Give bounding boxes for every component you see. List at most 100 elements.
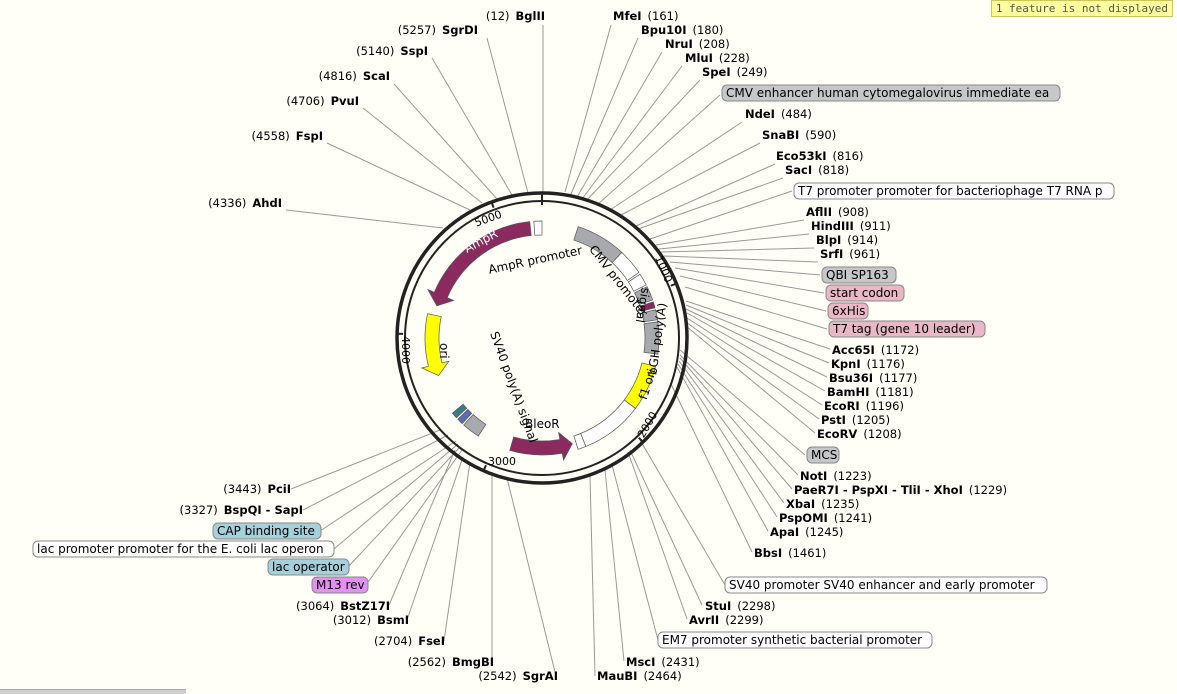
feature-qbi-sp163[interactable]: QBI SP163 <box>821 266 897 284</box>
enzyme-sspi[interactable]: (5140)SspI <box>356 44 428 58</box>
lac-arc[interactable] <box>457 409 473 425</box>
enzyme-aflii[interactable]: AflII(908) <box>806 205 869 219</box>
leader-line <box>365 449 463 586</box>
enzyme-xbai[interactable]: XbaI(1235) <box>786 497 859 511</box>
leader-line <box>347 446 461 568</box>
enzyme-kpni[interactable]: KpnI(1176) <box>831 357 905 371</box>
enzyme-pspomi[interactable]: PspOMI(1241) <box>779 511 872 525</box>
enzyme-noti[interactable]: NotI(1223) <box>800 469 872 483</box>
tick-5000-mark <box>490 201 495 209</box>
leader-line <box>285 209 444 229</box>
leader-line <box>393 83 498 200</box>
bleor-arrow[interactable] <box>509 431 573 462</box>
leader-line <box>670 383 753 553</box>
ori-label[interactable]: ori <box>437 343 451 359</box>
enzyme-bmgbi[interactable]: (2562)BmgBI <box>408 655 494 669</box>
leader-line <box>685 308 828 378</box>
ampr-promoter-arc[interactable] <box>533 220 543 236</box>
enzyme-bsu36i[interactable]: Bsu36I(1177) <box>829 371 917 385</box>
enzyme-mlui[interactable]: MluI(228) <box>685 51 750 65</box>
leader-line <box>679 349 806 456</box>
leader-line <box>570 37 639 195</box>
horizontal-scrollbar[interactable] <box>0 689 186 694</box>
enzyme-saci[interactable]: SacI(818) <box>785 163 849 177</box>
enzyme-bsmi[interactable]: (3012)BsmI <box>333 613 409 627</box>
enzyme-stui[interactable]: StuI(2298) <box>705 599 776 613</box>
leader-line <box>506 477 557 677</box>
leader-line <box>679 357 793 490</box>
feature-mcs[interactable]: MCS <box>806 446 840 464</box>
feature-t7-promoter[interactable]: T7 promoter promoter for bacteriophage T… <box>793 182 1115 200</box>
feature-t7-tag[interactable]: T7 tag (gene 10 leader) <box>828 320 986 338</box>
feature-cap-binding-site[interactable]: CAP binding site <box>212 522 322 540</box>
feature-sv40-promoter[interactable]: SV40 promoter SV40 enhancer and early pr… <box>724 576 1048 594</box>
enzyme-msci[interactable]: MscI(2431) <box>626 655 700 669</box>
enzyme-psti[interactable]: PstI(1205) <box>821 413 890 427</box>
enzyme-ecorv[interactable]: EcoRV(1208) <box>817 427 902 441</box>
enzyme-pvui[interactable]: (4706)PvuI <box>286 94 359 108</box>
enzyme-fspi[interactable]: (4558)FspI <box>252 129 323 143</box>
sv40-polya-arc[interactable] <box>463 414 487 437</box>
enzyme-eco53ki[interactable]: Eco53kI(816) <box>776 149 863 163</box>
enzyme-acc65i[interactable]: Acc65I(1172) <box>832 343 919 357</box>
feature-em7-promoter[interactable]: EM7 promoter synthetic bacterial promote… <box>657 631 933 649</box>
leader-line <box>564 24 612 193</box>
enzyme-bbsi[interactable]: BbsI(1461) <box>754 546 826 560</box>
enzyme-paer7i[interactable]: PaeR7I - PspXI - TliI - XhoI(1229) <box>794 483 1007 497</box>
enzyme-nrui[interactable]: NruI(208) <box>665 37 730 51</box>
leader-line <box>684 286 828 330</box>
sv40-promoter-arc[interactable] <box>580 399 636 447</box>
svg-text:SV40 promoter SV40 enhancer an: SV40 promoter SV40 enhancer and early pr… <box>729 578 1035 592</box>
em7-arc[interactable] <box>573 433 587 450</box>
enzyme-bpu10i[interactable]: Bpu10I(180) <box>641 23 723 37</box>
enzyme-sgrai[interactable]: (2542)SgrAI <box>478 669 558 683</box>
tick-1000-mark <box>670 282 677 287</box>
feature-start-codon[interactable]: start codon <box>825 284 905 302</box>
his-tag-arc[interactable] <box>639 301 656 312</box>
ori-arrow[interactable] <box>420 313 450 377</box>
feature-m13-rev[interactable]: M13 rev <box>311 576 369 594</box>
leader-line <box>635 163 776 227</box>
feature-cmv-enhancer[interactable]: CMV enhancer human cytomegalovirus immed… <box>721 84 1061 102</box>
start-region-arc[interactable] <box>627 273 647 292</box>
leader-line <box>655 219 805 246</box>
enzyme-spei[interactable]: SpeI(249) <box>702 65 768 79</box>
enzyme-apai[interactable]: ApaI(1245) <box>770 525 843 539</box>
bgh-polya-arc[interactable] <box>643 321 660 355</box>
enzyme-bstz17i[interactable]: (3064)BstZ17I <box>296 599 390 613</box>
leader-line <box>609 121 743 211</box>
enzyme-ahdi[interactable]: (4336)AhdI <box>208 196 282 210</box>
feature-6xhis[interactable]: 6xHis <box>827 302 869 320</box>
ampr-arrow[interactable] <box>427 221 532 307</box>
leader-line <box>486 37 529 194</box>
enzyme-bglii[interactable]: (12)BglII <box>486 9 545 23</box>
signal-arc[interactable] <box>634 286 654 305</box>
enzyme-sgrdi[interactable]: (5257)SgrDI <box>398 23 478 37</box>
enzyme-mfei[interactable]: MfeI(161) <box>613 9 678 23</box>
enzyme-bamhi[interactable]: BamHI(1181) <box>827 385 914 399</box>
enzyme-scai[interactable]: (4816)ScaI <box>319 69 390 83</box>
enzyme-bspqi-sapi[interactable]: (3327)BspQI - SapI <box>180 503 303 517</box>
svg-text:T7 tag (gene 10 leader): T7 tag (gene 10 leader) <box>832 322 976 336</box>
svg-text:6xHis: 6xHis <box>832 304 865 318</box>
enzyme-fsei[interactable]: (2704)FseI <box>374 634 445 648</box>
enzyme-avrii[interactable]: AvrII(2299) <box>689 613 763 627</box>
enzyme-hindiii[interactable]: HindIII(911) <box>811 219 891 233</box>
mcs-arc[interactable] <box>641 309 658 323</box>
enzyme-blpi[interactable]: BlpI(914) <box>816 233 878 247</box>
feature-label-boxes: CMV enhancer human cytomegalovirus immed… <box>32 84 1115 649</box>
leader-line <box>663 255 819 263</box>
enzyme-snabi[interactable]: SnaBI(590) <box>762 128 836 142</box>
enzyme-maubi[interactable]: MauBI(2464) <box>597 669 682 683</box>
cap-arc[interactable] <box>451 403 468 419</box>
enzyme-ecori[interactable]: EcoRI(1196) <box>824 399 904 413</box>
enzyme-pcii[interactable]: (3443)PciI <box>223 482 291 496</box>
feature-lac-promoter[interactable]: lac promoter promoter for the E. coli la… <box>32 540 335 558</box>
leader-line <box>596 94 721 206</box>
feature-lac-operator[interactable]: lac operator <box>267 558 350 576</box>
cmv-promoter-arc[interactable] <box>611 251 640 281</box>
enzyme-ndei[interactable]: NdeI(484) <box>745 107 812 121</box>
leader-line <box>686 312 826 392</box>
leader-line <box>627 451 688 620</box>
enzyme-srfi[interactable]: SrfI(961) <box>820 247 880 261</box>
